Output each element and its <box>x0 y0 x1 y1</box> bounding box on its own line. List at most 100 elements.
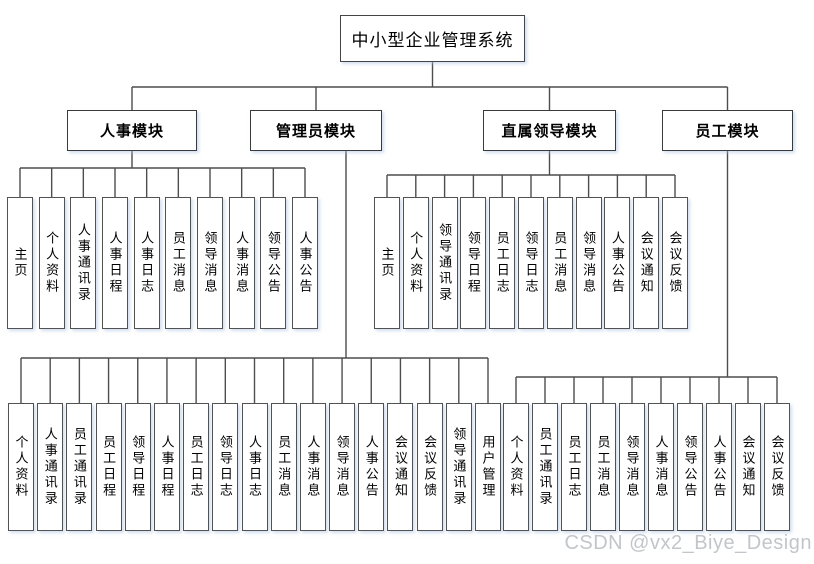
leaf-node-label: 人事通讯录 <box>75 223 91 303</box>
leaf-node: 人事公告 <box>706 403 732 531</box>
leaf-node-label: 个人资料 <box>408 231 424 295</box>
leaf-node: 员工日志 <box>183 403 210 531</box>
module-node-label: 人事模块 <box>99 123 164 140</box>
leaf-node: 领导日志 <box>212 403 239 531</box>
leaf-node: 领导日程 <box>124 403 151 531</box>
leaf-node-label: 会议通知 <box>392 435 408 499</box>
leaf-node: 个人资料 <box>8 403 34 531</box>
module-node-label: 直属领导模块 <box>501 123 598 140</box>
module-node-employee: 员工模块 <box>662 110 793 151</box>
leaf-node-label: 员工日志 <box>188 435 204 499</box>
leaf-node: 员工消息 <box>590 403 616 531</box>
leaf-node-label: 领导日志 <box>217 435 233 499</box>
leaf-node: 领导消息 <box>619 403 645 531</box>
leaf-node: 会议反馈 <box>662 197 688 329</box>
leaf-node-label: 人事消息 <box>305 435 321 499</box>
leaf-node: 会议反馈 <box>416 403 443 531</box>
leaf-node: 个人资料 <box>38 197 65 329</box>
leaf-node-label: 领导消息 <box>581 231 597 295</box>
leaf-node: 员工消息 <box>270 403 297 531</box>
leaf-node: 主页 <box>7 197 33 329</box>
leaf-node: 人事公告 <box>604 197 631 329</box>
leaf-node-label: 领导消息 <box>624 435 640 499</box>
leaf-node: 人事消息 <box>299 403 326 531</box>
leaf-node: 人事公告 <box>358 403 385 531</box>
leaf-node: 人事公告 <box>292 197 318 329</box>
leaf-node-label: 人事日程 <box>159 435 175 499</box>
leaf-node-label: 个人资料 <box>44 231 60 295</box>
root-node-label: 中小型企业管理系统 <box>351 31 514 50</box>
root-node: 中小型企业管理系统 <box>340 15 525 62</box>
leaf-node-label: 会议反馈 <box>422 435 438 499</box>
leaf-node: 人事消息 <box>228 197 255 329</box>
leaf-node-label: 会议通知 <box>638 231 654 295</box>
module-node-label: 管理员模块 <box>275 123 356 140</box>
leaf-node: 人事日志 <box>241 403 268 531</box>
leaf-node-label: 人事日志 <box>139 231 155 295</box>
leaf-node: 领导公告 <box>260 197 287 329</box>
leaf-node: 员工消息 <box>546 197 573 329</box>
leaf-node-label: 人事通讯录 <box>42 427 58 507</box>
leaf-node-label: 人事日程 <box>107 231 123 295</box>
leaf-node: 领导公告 <box>677 403 703 531</box>
leaf-node-label: 人事公告 <box>363 435 379 499</box>
leaf-node: 员工通讯录 <box>66 403 93 531</box>
leaf-node: 人事日程 <box>102 197 128 329</box>
leaf-node-label: 会议反馈 <box>667 231 683 295</box>
csdn-watermark: CSDN @vx2_Biye_Design <box>564 532 812 554</box>
module-node-hr: 人事模块 <box>67 110 197 151</box>
leaf-node-label: 领导日程 <box>465 231 481 295</box>
leaf-node: 个人资料 <box>503 403 529 531</box>
leaf-node: 个人资料 <box>402 197 429 329</box>
leaf-node-label: 人事日志 <box>247 435 262 499</box>
leaf-node-label: 人事消息 <box>234 231 250 295</box>
leaf-node-label: 员工消息 <box>595 435 611 499</box>
leaf-node-label: 员工通讯录 <box>71 427 87 507</box>
leaf-node-label: 领导消息 <box>202 231 218 295</box>
leaf-node-label: 领导消息 <box>334 435 350 499</box>
leaf-node: 员工日志 <box>489 197 516 329</box>
leaf-node: 人事日程 <box>153 403 180 531</box>
leaf-node-label: 个人资料 <box>508 435 524 499</box>
module-node-label: 员工模块 <box>695 123 760 140</box>
leaf-node-label: 会议反馈 <box>769 435 785 499</box>
leaf-node: 领导日程 <box>460 197 487 329</box>
leaf-node-label: 人事公告 <box>711 435 727 499</box>
leaf-node-label: 会议通知 <box>740 435 756 499</box>
leaf-node: 员工日程 <box>95 403 122 531</box>
leaf-node: 会议通知 <box>387 403 414 531</box>
leaf-node: 人事消息 <box>648 403 674 531</box>
leaf-node: 会议通知 <box>735 403 761 531</box>
leaf-node: 员工通讯录 <box>532 403 558 531</box>
leaf-node-label: 员工消息 <box>552 231 568 295</box>
leaf-node-label: 员工消息 <box>276 435 292 499</box>
leaf-node: 人事通讯录 <box>37 403 64 531</box>
leaf-node-label: 员工日志 <box>566 435 582 499</box>
leaf-node-label: 员工通讯录 <box>537 427 553 507</box>
leaf-node-label: 领导通讯录 <box>451 427 467 507</box>
leaf-node-label: 领导公告 <box>265 231 281 295</box>
leaf-node: 领导消息 <box>575 197 602 329</box>
leaf-node: 领导消息 <box>329 403 356 531</box>
leaf-node: 会议反馈 <box>764 403 790 531</box>
leaf-node-label: 人事公告 <box>297 231 313 295</box>
leaf-node-label: 员工日志 <box>494 231 510 295</box>
leaf-node-label: 用户管理 <box>480 435 496 499</box>
module-node-leader: 直属领导模块 <box>483 110 616 151</box>
leaf-node-label: 主页 <box>379 247 395 279</box>
leaf-node: 领导日志 <box>518 197 544 329</box>
leaf-node-label: 领导日志 <box>523 231 539 295</box>
leaf-node-label: 主页 <box>12 247 28 279</box>
leaf-node-label: 领导日程 <box>130 435 146 499</box>
leaf-node: 领导通讯录 <box>431 197 458 329</box>
leaf-node: 领导通讯录 <box>445 403 472 531</box>
leaf-node: 人事日志 <box>133 197 160 329</box>
leaf-node-label: 员工消息 <box>170 231 186 295</box>
leaf-node-label: 员工日程 <box>101 435 117 499</box>
leaf-node: 领导消息 <box>197 197 223 329</box>
leaf-node-label: 人事公告 <box>609 231 625 295</box>
leaf-node: 员工日志 <box>561 403 587 531</box>
leaf-node: 主页 <box>374 197 400 329</box>
leaf-node-label: 人事消息 <box>653 435 669 499</box>
module-node-admin: 管理员模块 <box>250 110 382 151</box>
